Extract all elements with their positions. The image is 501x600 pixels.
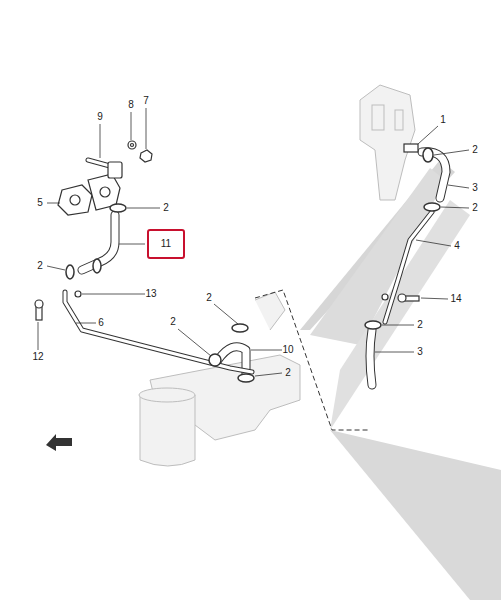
callout-number: 11 bbox=[161, 239, 171, 249]
callout-number: 2 bbox=[206, 293, 212, 303]
callout-number: 2 bbox=[285, 368, 291, 378]
callout-number: 4 bbox=[454, 241, 460, 251]
background-wedges bbox=[300, 160, 501, 600]
callout-number: 1 bbox=[440, 115, 446, 125]
callout-number: 13 bbox=[145, 289, 156, 299]
callout-number: 2 bbox=[170, 317, 176, 327]
callout-number: 2 bbox=[472, 145, 478, 155]
callout-number: 14 bbox=[450, 294, 461, 304]
callout-number: 2 bbox=[163, 203, 169, 213]
hoses bbox=[65, 152, 446, 385]
callout-number: 8 bbox=[128, 100, 134, 110]
callout-number: 5 bbox=[37, 198, 43, 208]
callout-number: 3 bbox=[417, 347, 423, 357]
direction-arrow bbox=[46, 434, 72, 451]
callout-number: 6 bbox=[98, 318, 104, 328]
callout-number: 12 bbox=[32, 352, 43, 362]
callout-number: 3 bbox=[472, 183, 478, 193]
clamps bbox=[66, 148, 440, 382]
callout-number: 2 bbox=[37, 261, 43, 271]
callout-number: 2 bbox=[417, 320, 423, 330]
leader-lines bbox=[38, 108, 469, 376]
fittings bbox=[35, 141, 419, 320]
dashed-bracket bbox=[255, 290, 370, 430]
callout-number: 10 bbox=[282, 345, 293, 355]
callout-number: 2 bbox=[472, 203, 478, 213]
callout-number: 7 bbox=[143, 96, 149, 106]
highlight-box: 11 bbox=[147, 229, 185, 259]
callout-number: 9 bbox=[97, 112, 103, 122]
engine-housing bbox=[139, 85, 415, 466]
